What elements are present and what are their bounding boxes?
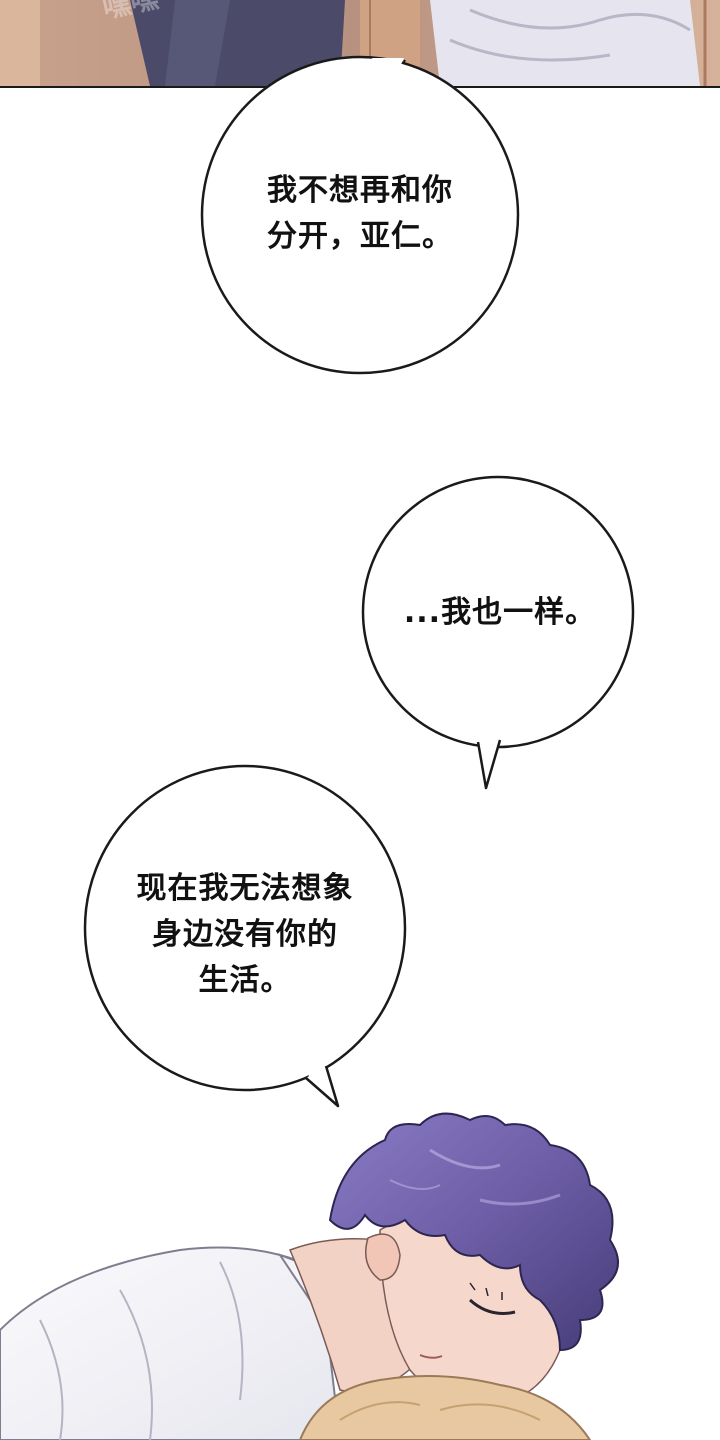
speech-bubble-1 xyxy=(200,55,520,375)
speech-bubble-2-text: ...我也一样。 xyxy=(403,595,597,630)
character-illustration xyxy=(0,1112,619,1440)
speech-bubble-1-text: 我不想再和你 分开，亚仁。 xyxy=(267,173,453,254)
speech-bubble-3-text: 现在我无法想象 身边没有你的 生活。 xyxy=(136,871,354,998)
speech-bubble-2 xyxy=(361,475,635,790)
speech-bubble-3 xyxy=(83,764,407,1108)
